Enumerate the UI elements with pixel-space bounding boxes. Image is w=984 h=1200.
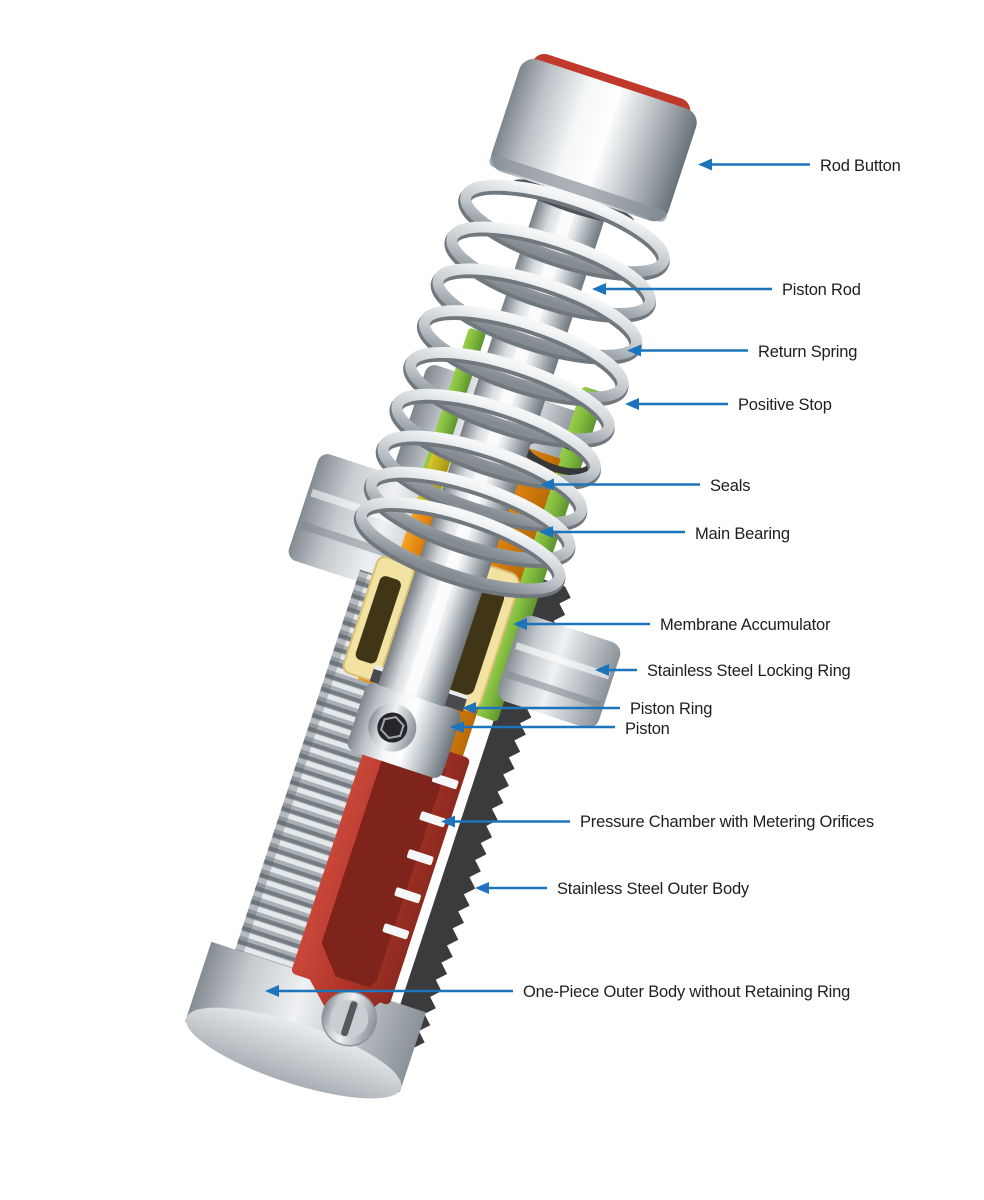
leader-return-spring — [627, 344, 748, 357]
leader-outer-body — [475, 882, 547, 894]
metering-orifice — [382, 923, 410, 940]
return-spring — [353, 179, 670, 599]
leader-positive-stop — [625, 398, 728, 410]
callout-label-one-piece-body: One-Piece Outer Body without Retaining R… — [523, 982, 851, 1001]
callout-label-return-spring: Return Spring — [758, 342, 858, 361]
leader-piston-rod — [592, 283, 772, 295]
rod-button — [489, 53, 697, 225]
callout-label-piston: Piston — [625, 719, 670, 738]
leader-one-piece-body — [265, 985, 513, 997]
leader-membrane-accumulator — [513, 618, 650, 630]
set-screw-plug — [321, 990, 378, 1047]
locking-ring-hex-nut — [497, 615, 621, 729]
callout-label-rod-button: Rod Button — [820, 156, 901, 175]
leader-piston — [450, 721, 615, 733]
metering-orifice — [431, 773, 459, 790]
callout-label-piston-ring: Piston Ring — [630, 699, 713, 718]
metering-orifice — [406, 849, 434, 866]
leader-piston-ring — [462, 702, 620, 714]
leader-pressure-chamber — [441, 815, 570, 828]
callout-label-main-bearing: Main Bearing — [695, 524, 790, 543]
callout-label-positive-stop: Positive Stop — [738, 395, 832, 414]
callout-label-piston-rod: Piston Rod — [782, 280, 861, 299]
metering-orifice — [394, 887, 421, 904]
callout-label-pressure-chamber: Pressure Chamber with Metering Orifices — [580, 812, 874, 831]
leader-seals — [540, 478, 700, 491]
callout-label-locking-ring: Stainless Steel Locking Ring — [647, 661, 851, 680]
bottom-end-cap — [185, 941, 427, 1099]
callout-label-membrane-accumulator: Membrane Accumulator — [660, 615, 831, 634]
absorber-body-group — [185, 53, 697, 1099]
callout-label-seals: Seals — [710, 476, 751, 495]
callout-leaders — [265, 158, 810, 997]
leader-main-bearing — [539, 526, 685, 538]
callout-label-outer-body: Stainless Steel Outer Body — [557, 879, 749, 898]
leader-locking-ring — [595, 664, 637, 676]
metering-orifice — [419, 811, 446, 828]
leader-rod-button — [698, 158, 810, 171]
